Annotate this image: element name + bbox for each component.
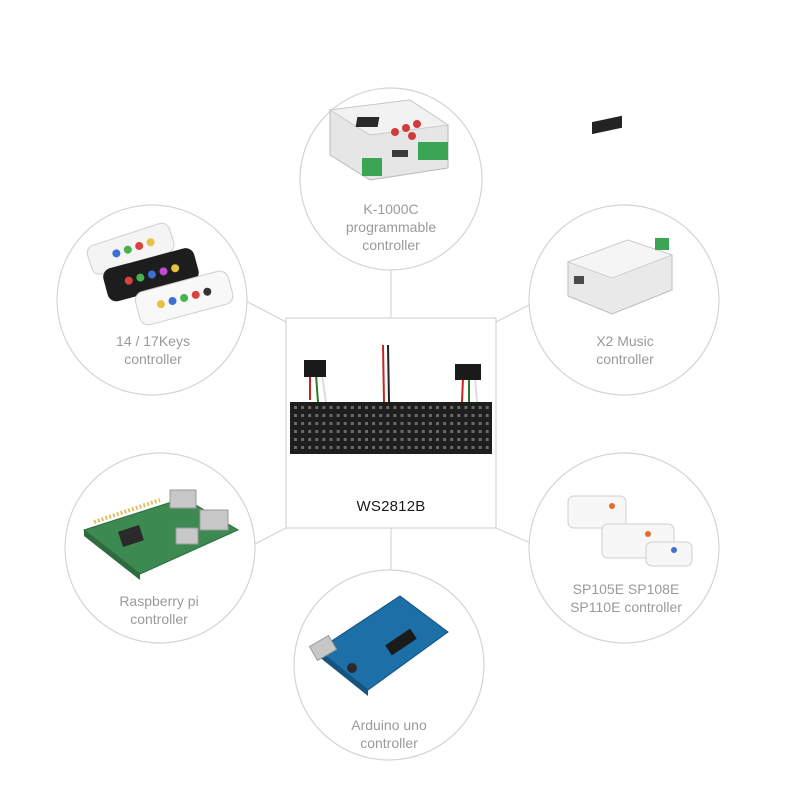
- node-label-raspberry: Raspberry pi controller: [119, 593, 199, 627]
- sp-controllers-image: [567, 495, 693, 567]
- node-label-arduino: Arduino uno controller: [351, 717, 427, 751]
- arduino-uno-image: [308, 595, 449, 696]
- k1000c-controller-image: [328, 99, 450, 181]
- ws2812b-led-matrix-image: [290, 344, 492, 454]
- node-label-k1000c: K-1000C programmable controller: [345, 201, 437, 253]
- connector-lower-right: [495, 527, 536, 546]
- node-label-keys: 14 / 17Keys controller: [116, 333, 190, 367]
- node-label-x2music: X2 Music controller: [596, 333, 654, 367]
- connector-upper-right: [495, 301, 536, 323]
- node-label-sp: SP105E SP108E SP110E controller: [570, 581, 682, 615]
- center-label: WS2812B: [356, 498, 426, 515]
- x2-music-controller-image: [566, 115, 674, 315]
- keys-remote-images: [86, 222, 234, 326]
- raspberry-pi-image: [82, 489, 240, 580]
- connector-upper-left: [243, 299, 287, 323]
